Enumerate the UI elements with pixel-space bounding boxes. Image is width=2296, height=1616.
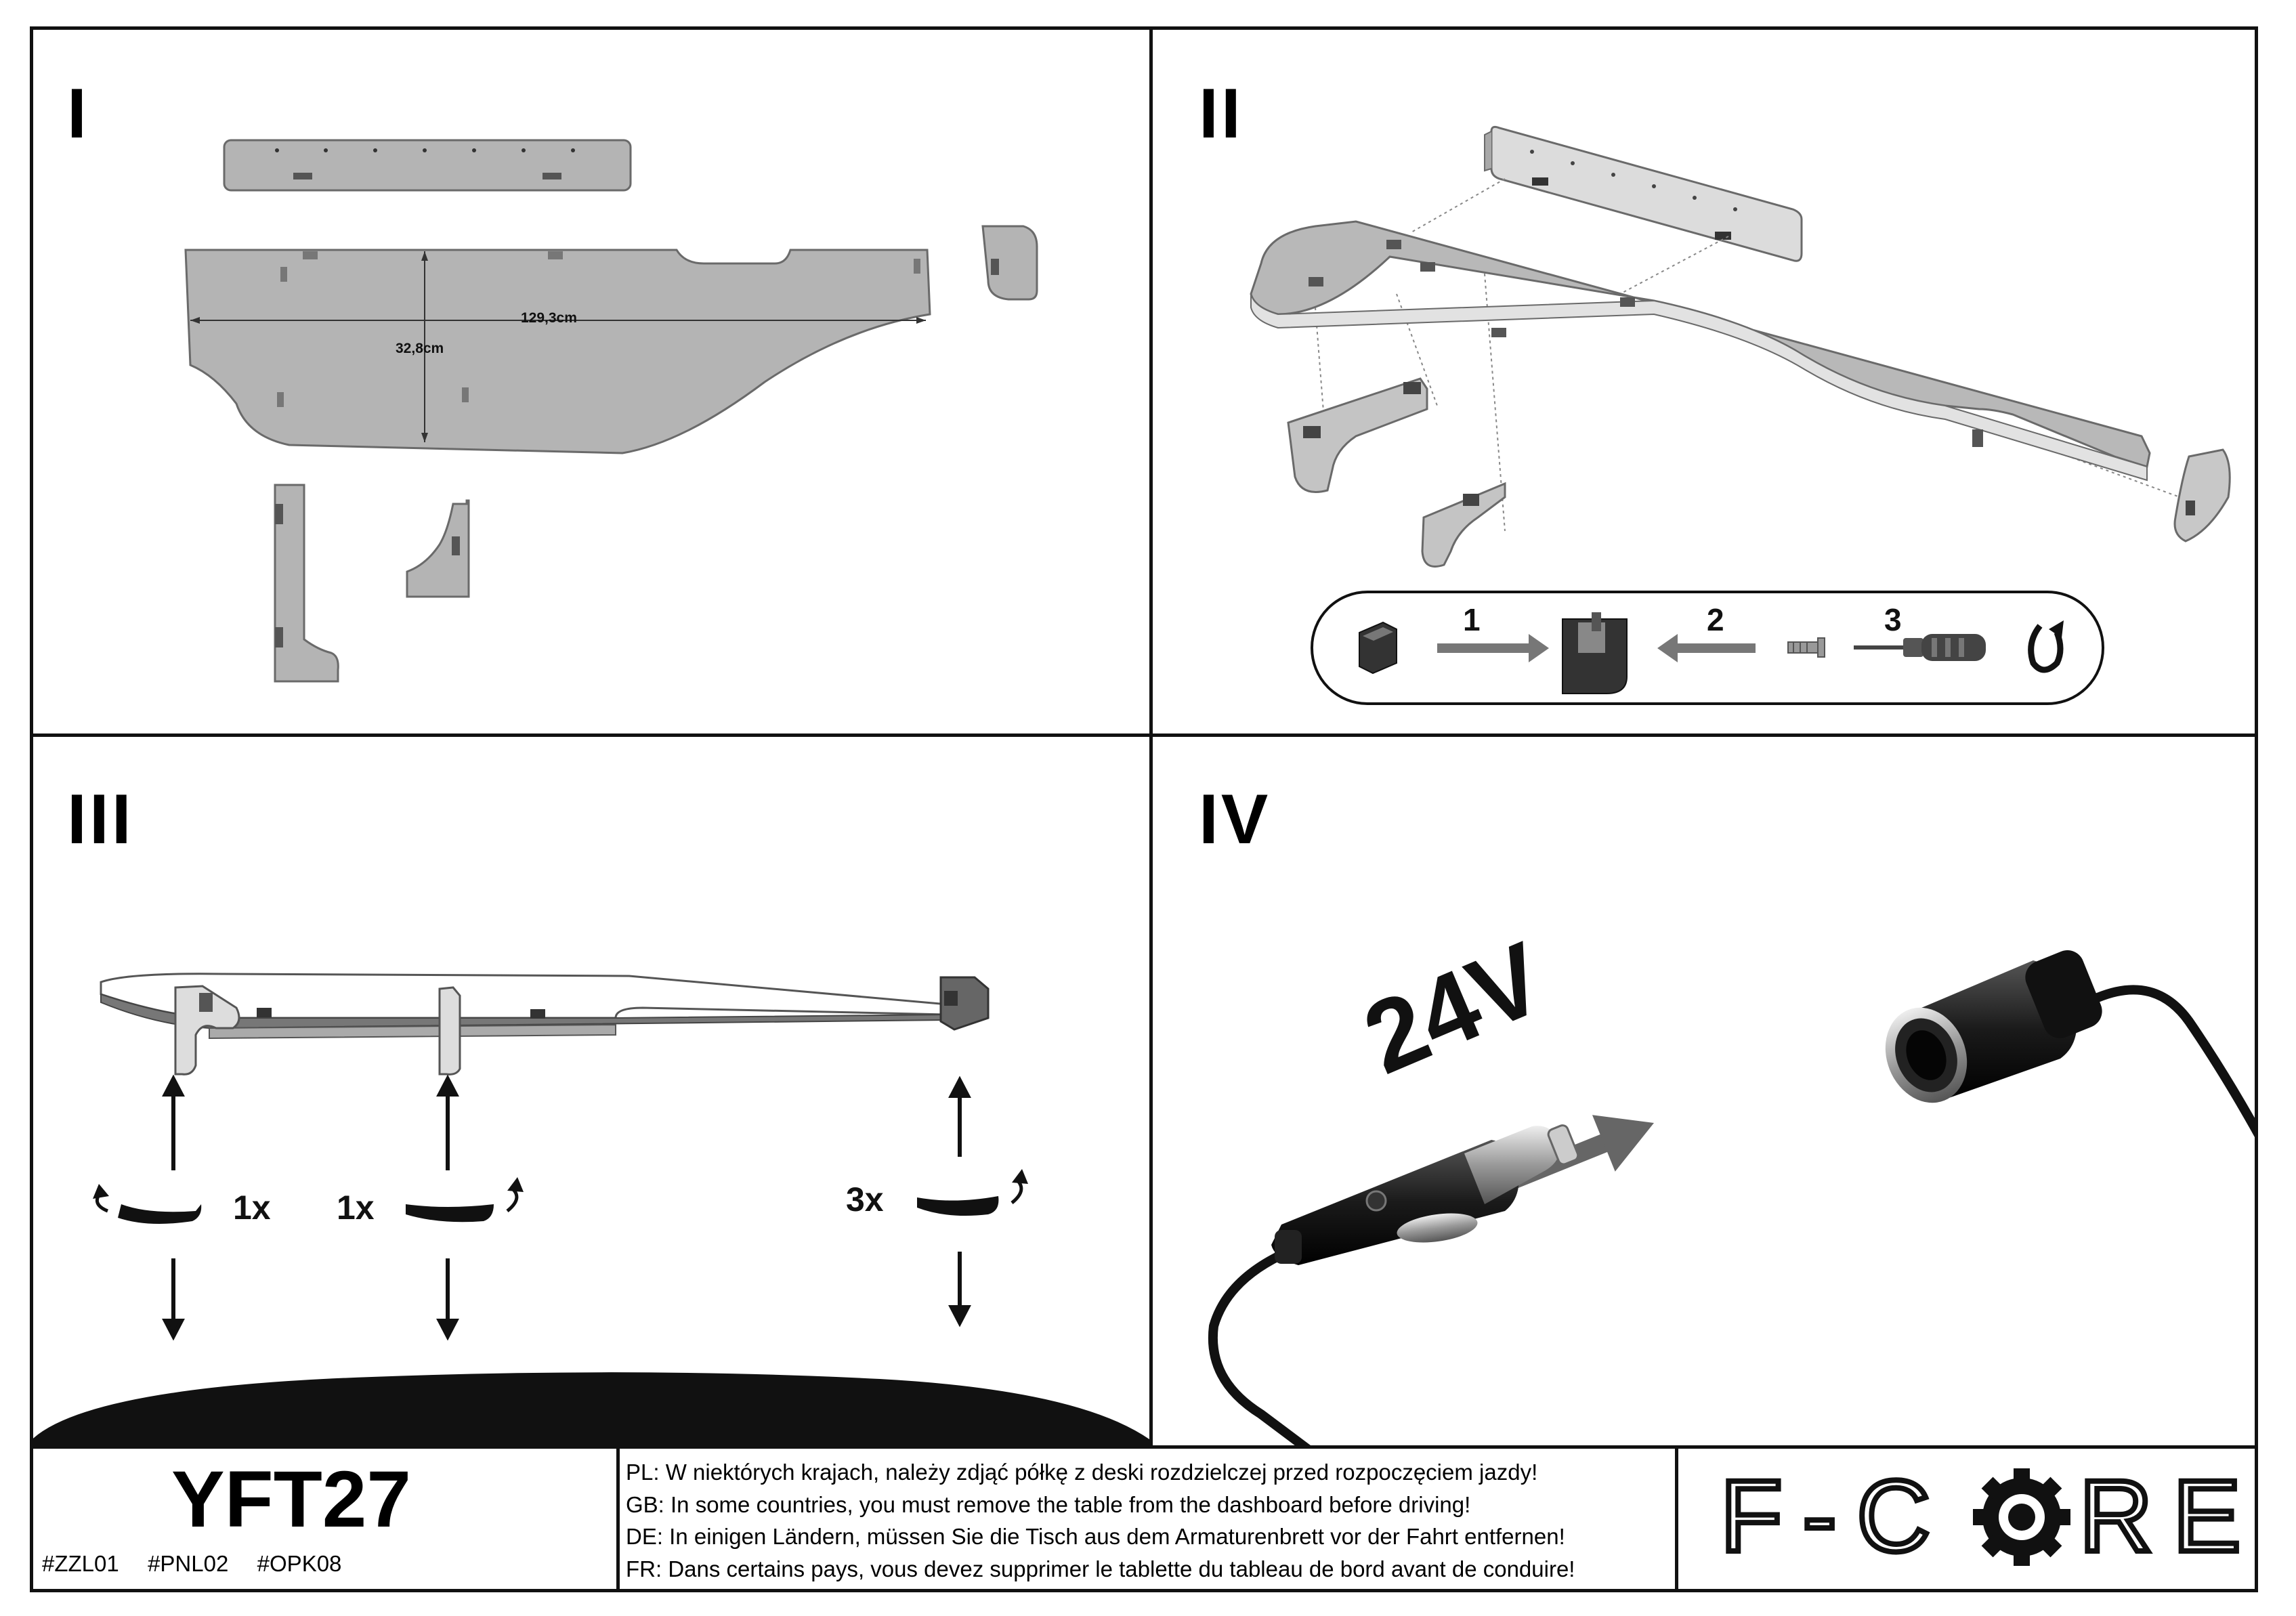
- back-plate: [223, 139, 632, 192]
- brand-left-text: F-C: [1720, 1459, 1951, 1573]
- panel-4-label: IV: [1199, 780, 1271, 859]
- panel-2-label: II: [1199, 75, 1243, 153]
- model-title: YFT27: [171, 1455, 412, 1544]
- plug-icon: [1271, 1124, 1579, 1265]
- panel-3-drawing: 1x 1x 3x: [33, 973, 1149, 1445]
- step-1-label: 1: [1463, 602, 1481, 637]
- panel-4: IV 24V: [1153, 737, 2255, 1445]
- dimension-length: 129,3cm: [521, 310, 577, 326]
- voltage-label: 24V: [1348, 920, 1559, 1096]
- step-2-arrow: [1657, 634, 1678, 662]
- leg-short: [406, 499, 470, 598]
- page-frame: [30, 26, 2258, 1592]
- count-left: 1x: [233, 1189, 271, 1227]
- warning-pl: PL: W niektórych krajach, należy zdjąć p…: [626, 1460, 1538, 1485]
- side-bracket: [981, 225, 1038, 301]
- warning-block: PL: W niektórych krajach, należy zdjąć p…: [626, 1456, 1669, 1585]
- bracket-mid: [438, 986, 461, 1076]
- leg-left-3d: [1287, 377, 1428, 493]
- part-codes: #ZZL01 #PNL02 #OPK08: [42, 1551, 342, 1576]
- side-bracket-3d: [2173, 448, 2231, 543]
- leg-tall: [274, 484, 339, 683]
- twist-right: [917, 1196, 999, 1216]
- dashboard: [33, 1372, 1149, 1445]
- count-middle: 1x: [337, 1189, 375, 1227]
- brand-right-text: RE: [2079, 1459, 2255, 1573]
- panel-3-label: III: [67, 780, 134, 859]
- twist-middle: [406, 1204, 494, 1222]
- brand-logo: F-C RE: [1680, 1449, 2255, 1588]
- count-right: 3x: [846, 1181, 884, 1218]
- leg-right-3d: [1421, 482, 1506, 568]
- socket-icon: [1885, 950, 2102, 1103]
- screw-icon: [1787, 637, 1825, 658]
- twist-left: [118, 1204, 202, 1224]
- grid-divider-horizontal: [30, 733, 2258, 737]
- step-1-arrow: [1529, 634, 1549, 662]
- warning-de: DE: In einigen Ländern, müssen Sie die T…: [626, 1524, 1565, 1549]
- dimension-width: 32,8cm: [396, 341, 444, 356]
- footer-divider-left: [616, 1445, 620, 1592]
- footer-divider-right: [1675, 1445, 1678, 1592]
- warning-fr: FR: Dans certains pays, vous devez suppr…: [626, 1556, 1575, 1581]
- panel-1-drawing: 129,3cm 32,8cm: [184, 139, 1038, 683]
- panel-3: III: [33, 737, 1149, 1445]
- panel-4-drawing: 24V: [1208, 920, 2255, 1445]
- plug-cable: [1208, 1247, 1311, 1445]
- step-2-label: 2: [1707, 602, 1724, 637]
- bracket-right: [939, 976, 990, 1031]
- warning-gb: GB: In some countries, you must remove t…: [626, 1491, 1471, 1517]
- back-plate-3d: [1490, 125, 1803, 262]
- footer-divider: [30, 1445, 2258, 1449]
- screwdriver-icon: [1854, 634, 1986, 661]
- table-top: [184, 249, 931, 454]
- bracket-left: [174, 985, 240, 1076]
- panel-1: I 129,3cm 32,8cm: [33, 30, 1149, 733]
- step-3-label: 3: [1884, 602, 1902, 637]
- socket-cable: [2096, 985, 2255, 1137]
- gear-icon: [1973, 1468, 2070, 1566]
- grid-divider-vertical: [1149, 26, 1153, 1449]
- panel-1-label: I: [67, 75, 89, 153]
- panel-2-drawing: 1 2 3: [1250, 125, 2231, 705]
- rotate-icon: [2028, 624, 2064, 673]
- panel-2: II: [1153, 30, 2255, 733]
